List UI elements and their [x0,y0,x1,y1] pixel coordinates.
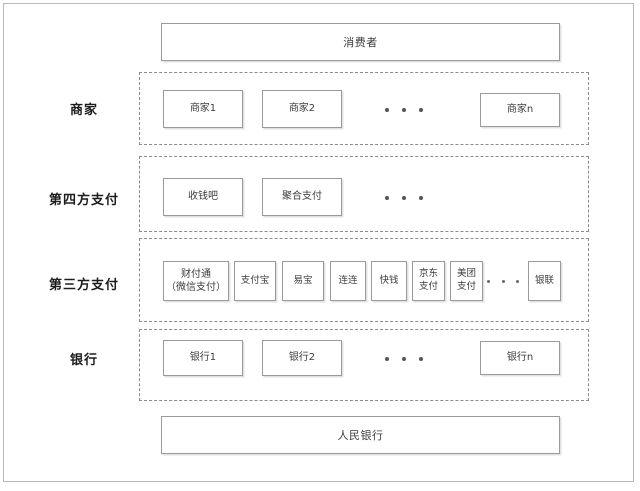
node-unionpay-label: 银联 [534,274,554,286]
node-bank-1-label: 银行1 [189,352,217,364]
node-merchant-n-label: 商家n [506,104,534,116]
node-bank-n[interactable]: 银行n [480,341,560,375]
ellipsis-dot [419,356,423,361]
node-shouqianba[interactable]: 收钱吧 [163,178,243,216]
ellipsis-dot [402,195,406,200]
ellipsis-dot [419,107,423,112]
node-tenpay[interactable]: 财付通（微信支付） [163,261,229,301]
ellipsis-merchant [385,107,423,112]
row-label-fourth-party-payment: 第四方支付 [48,192,119,208]
node-shouqianba-label: 收钱吧 [188,191,218,203]
group-merchant [139,72,589,145]
node-jd-pay-label: 京东支付 [418,268,438,292]
ellipsis-dot [402,356,406,361]
node-jd-pay[interactable]: 京东支付 [412,261,445,301]
node-merchant-2[interactable]: 商家2 [262,90,342,128]
ellipsis-third-party-payment [487,279,519,283]
node-yeepay[interactable]: 易宝 [282,261,324,301]
page-frame [3,3,634,482]
node-alipay-label: 支付宝 [240,274,270,286]
consumer-label: 消费者 [343,36,378,49]
node-unionpay[interactable]: 银联 [528,261,561,301]
node-aggregate-payment[interactable]: 聚合支付 [262,178,342,216]
node-kuaiqian-label: 快钱 [379,274,399,286]
group-bank [139,329,589,401]
node-meituan-pay[interactable]: 美团支付 [450,261,483,301]
ellipsis-dot [385,195,389,200]
row-label-third-party-payment: 第三方支付 [48,277,119,293]
ellipsis-dot [402,107,406,112]
node-lianlian[interactable]: 连连 [330,261,366,301]
ellipsis-fourth-party-payment [385,195,423,200]
node-tenpay-label: 财付通（微信支付） [166,268,226,294]
node-merchant-n[interactable]: 商家n [480,93,560,127]
node-bank-2[interactable]: 银行2 [262,340,342,376]
group-fourth-party-payment [139,156,589,232]
ellipsis-dot [385,107,389,112]
consumer-box[interactable]: 消费者 [161,23,560,61]
node-merchant-2-label: 商家2 [288,103,316,115]
ellipsis-dot [501,279,505,283]
ellipsis-bank [385,356,423,361]
node-bank-n-label: 银行n [506,352,534,364]
row-label-merchant: 商家 [69,102,98,118]
ellipsis-dot [385,356,389,361]
central-bank-box[interactable]: 人民银行 [161,416,560,454]
node-bank-1[interactable]: 银行1 [163,340,243,376]
node-aggregate-payment-label: 聚合支付 [282,191,322,203]
node-yeepay-label: 易宝 [293,274,313,286]
node-alipay[interactable]: 支付宝 [234,261,276,301]
ellipsis-dot [419,195,423,200]
node-meituan-pay-label: 美团支付 [456,268,476,292]
ellipsis-dot [516,279,519,283]
node-merchant-1[interactable]: 商家1 [163,90,243,128]
node-lianlian-label: 连连 [338,274,358,286]
row-label-bank: 银行 [69,352,98,368]
group-third-party-payment [139,238,589,322]
node-kuaiqian[interactable]: 快钱 [371,261,407,301]
central-bank-label: 人民银行 [337,429,384,442]
ellipsis-dot [487,279,490,283]
node-bank-2-label: 银行2 [288,352,316,364]
node-merchant-1-label: 商家1 [189,103,217,115]
